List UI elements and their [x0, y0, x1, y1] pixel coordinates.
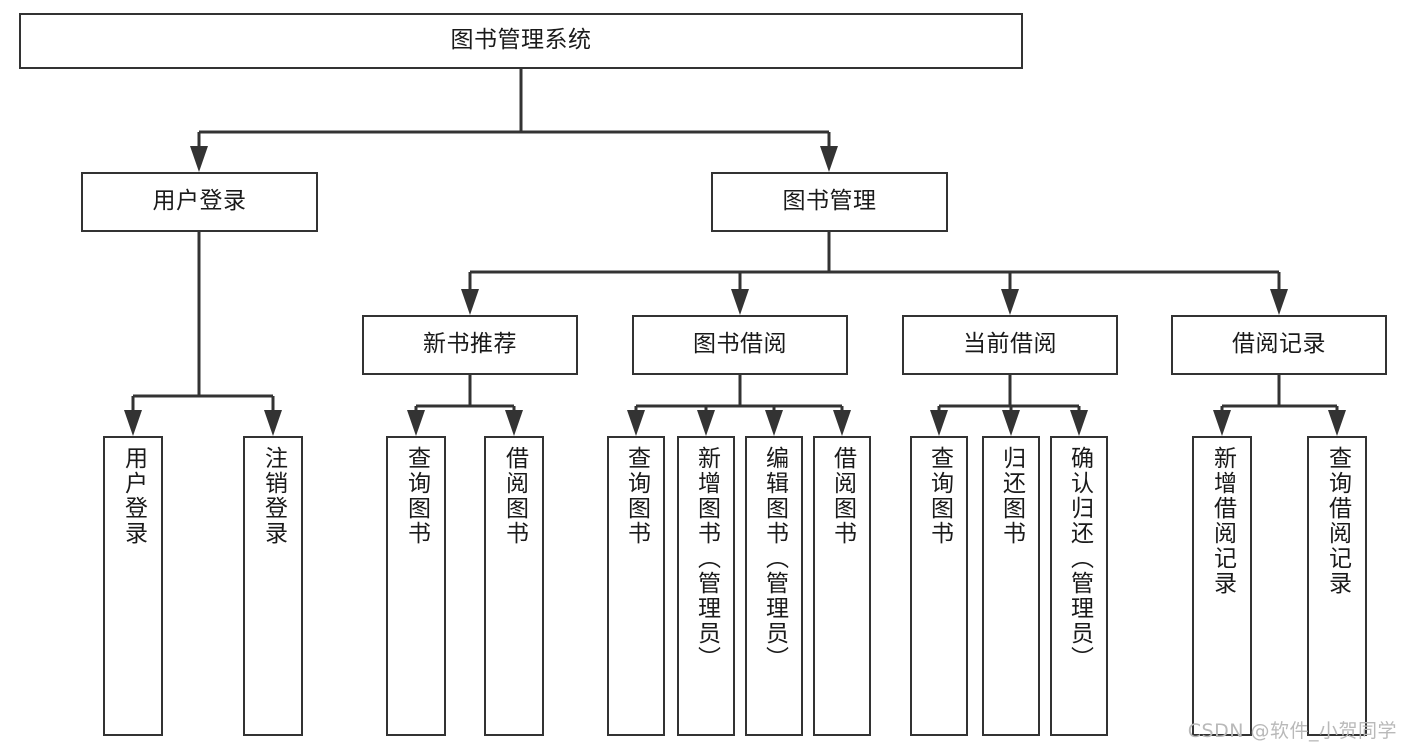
arrow-icon-bookborrow-to-leaves-1 — [697, 410, 715, 436]
node-leaf-query-record[interactable]: 查询借阅记录 — [1307, 436, 1367, 736]
arrow-icon-userlogin-to-leaves-1 — [264, 410, 282, 436]
node-leaf-logout[interactable]: 注销登录 — [243, 436, 303, 736]
arrow-icon-bookborrow-to-leaves-3 — [833, 410, 851, 436]
node-leaf-edit-book[interactable]: 编辑图书（管理员） — [745, 436, 803, 736]
node-leaf-query-book-rec[interactable]: 查询图书 — [386, 436, 446, 736]
arrow-icon-bookmanage-to-level3-1 — [731, 289, 749, 315]
arrow-icon-bookborrow-to-leaves-0 — [627, 410, 645, 436]
node-label-leaf-query-book-b: 查询图书 — [623, 446, 650, 546]
arrow-icon-currentborrow-to-leaves-1 — [1002, 410, 1020, 436]
node-label-leaf-borrow-book-rec: 借阅图书 — [501, 446, 528, 546]
arrow-icon-bookmanage-to-level3-2 — [1001, 289, 1019, 315]
arrow-icon-borrowrecord-to-leaves-1 — [1328, 410, 1346, 436]
arrow-icon-newbookrec-to-leaves-1 — [505, 410, 523, 436]
node-book-manage[interactable]: 图书管理 — [711, 172, 948, 232]
node-label-current-borrow: 当前借阅 — [963, 331, 1057, 358]
arrow-icon-currentborrow-to-leaves-2 — [1070, 410, 1088, 436]
node-leaf-user-login[interactable]: 用户登录 — [103, 436, 163, 736]
node-leaf-borrow-book-rec[interactable]: 借阅图书 — [484, 436, 544, 736]
node-label-leaf-user-login: 用户登录 — [120, 446, 147, 546]
node-leaf-query-book-b[interactable]: 查询图书 — [607, 436, 665, 736]
node-label-leaf-borrow-book-b: 借阅图书 — [829, 446, 856, 546]
node-label-leaf-query-record: 查询借阅记录 — [1324, 446, 1351, 596]
node-label-book-borrow: 图书借阅 — [693, 331, 787, 358]
node-label-leaf-confirm-return: 确认归还（管理员） — [1066, 446, 1093, 671]
node-current-borrow[interactable]: 当前借阅 — [902, 315, 1118, 375]
arrow-icon-userlogin-to-leaves-0 — [124, 410, 142, 436]
arrow-icon-newbookrec-to-leaves-0 — [407, 410, 425, 436]
node-label-new-book-rec: 新书推荐 — [423, 331, 517, 358]
node-label-user-login: 用户登录 — [152, 188, 247, 215]
node-label-leaf-edit-book: 编辑图书（管理员） — [761, 446, 788, 671]
node-label-leaf-add-book: 新增图书（管理员） — [693, 446, 720, 671]
arrow-icon-root-to-level2-0 — [190, 146, 208, 172]
node-label-leaf-query-book-c: 查询图书 — [926, 446, 953, 546]
node-label-leaf-return-book: 归还图书 — [998, 446, 1025, 546]
node-leaf-add-book[interactable]: 新增图书（管理员） — [677, 436, 735, 736]
node-leaf-borrow-book-b[interactable]: 借阅图书 — [813, 436, 871, 736]
node-leaf-add-record[interactable]: 新增借阅记录 — [1192, 436, 1252, 736]
node-label-leaf-logout: 注销登录 — [260, 446, 287, 546]
node-leaf-return-book[interactable]: 归还图书 — [982, 436, 1040, 736]
arrow-icon-currentborrow-to-leaves-0 — [930, 410, 948, 436]
node-leaf-query-book-c[interactable]: 查询图书 — [910, 436, 968, 736]
node-label-book-manage: 图书管理 — [782, 188, 877, 215]
node-leaf-confirm-return[interactable]: 确认归还（管理员） — [1050, 436, 1108, 736]
arrow-icon-bookmanage-to-level3-3 — [1270, 289, 1288, 315]
node-root[interactable]: 图书管理系统 — [19, 13, 1023, 69]
arrow-icon-borrowrecord-to-leaves-0 — [1213, 410, 1231, 436]
node-label-root: 图书管理系统 — [450, 27, 592, 54]
node-label-borrow-record: 借阅记录 — [1232, 331, 1326, 358]
node-new-book-rec[interactable]: 新书推荐 — [362, 315, 578, 375]
arrow-icon-root-to-level2-1 — [820, 146, 838, 172]
node-book-borrow[interactable]: 图书借阅 — [632, 315, 848, 375]
arrow-icon-bookmanage-to-level3-0 — [461, 289, 479, 315]
arrow-icon-bookborrow-to-leaves-2 — [765, 410, 783, 436]
node-label-leaf-query-book-rec: 查询图书 — [403, 446, 430, 546]
node-user-login[interactable]: 用户登录 — [81, 172, 318, 232]
node-borrow-record[interactable]: 借阅记录 — [1171, 315, 1387, 375]
node-label-leaf-add-record: 新增借阅记录 — [1209, 446, 1236, 596]
